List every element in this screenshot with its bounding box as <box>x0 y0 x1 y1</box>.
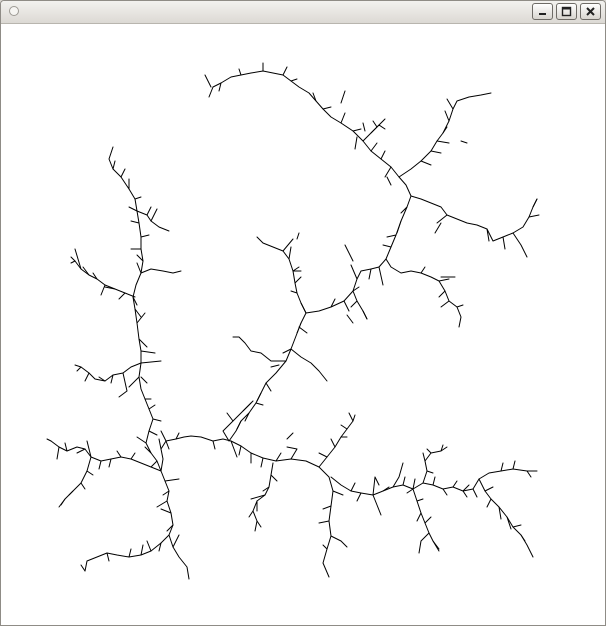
close-button[interactable] <box>580 3 601 20</box>
window-controls <box>532 3 601 20</box>
window-menu-icon[interactable] <box>9 6 19 16</box>
fractal-tree-drawing <box>46 62 540 580</box>
minimize-icon <box>539 13 546 15</box>
close-icon <box>586 7 595 16</box>
maximize-icon <box>561 6 572 17</box>
title-bar[interactable] <box>1 1 605 24</box>
drawing-canvas[interactable] <box>1 24 605 625</box>
minimize-button[interactable] <box>532 3 553 20</box>
maximize-button[interactable] <box>556 3 577 20</box>
